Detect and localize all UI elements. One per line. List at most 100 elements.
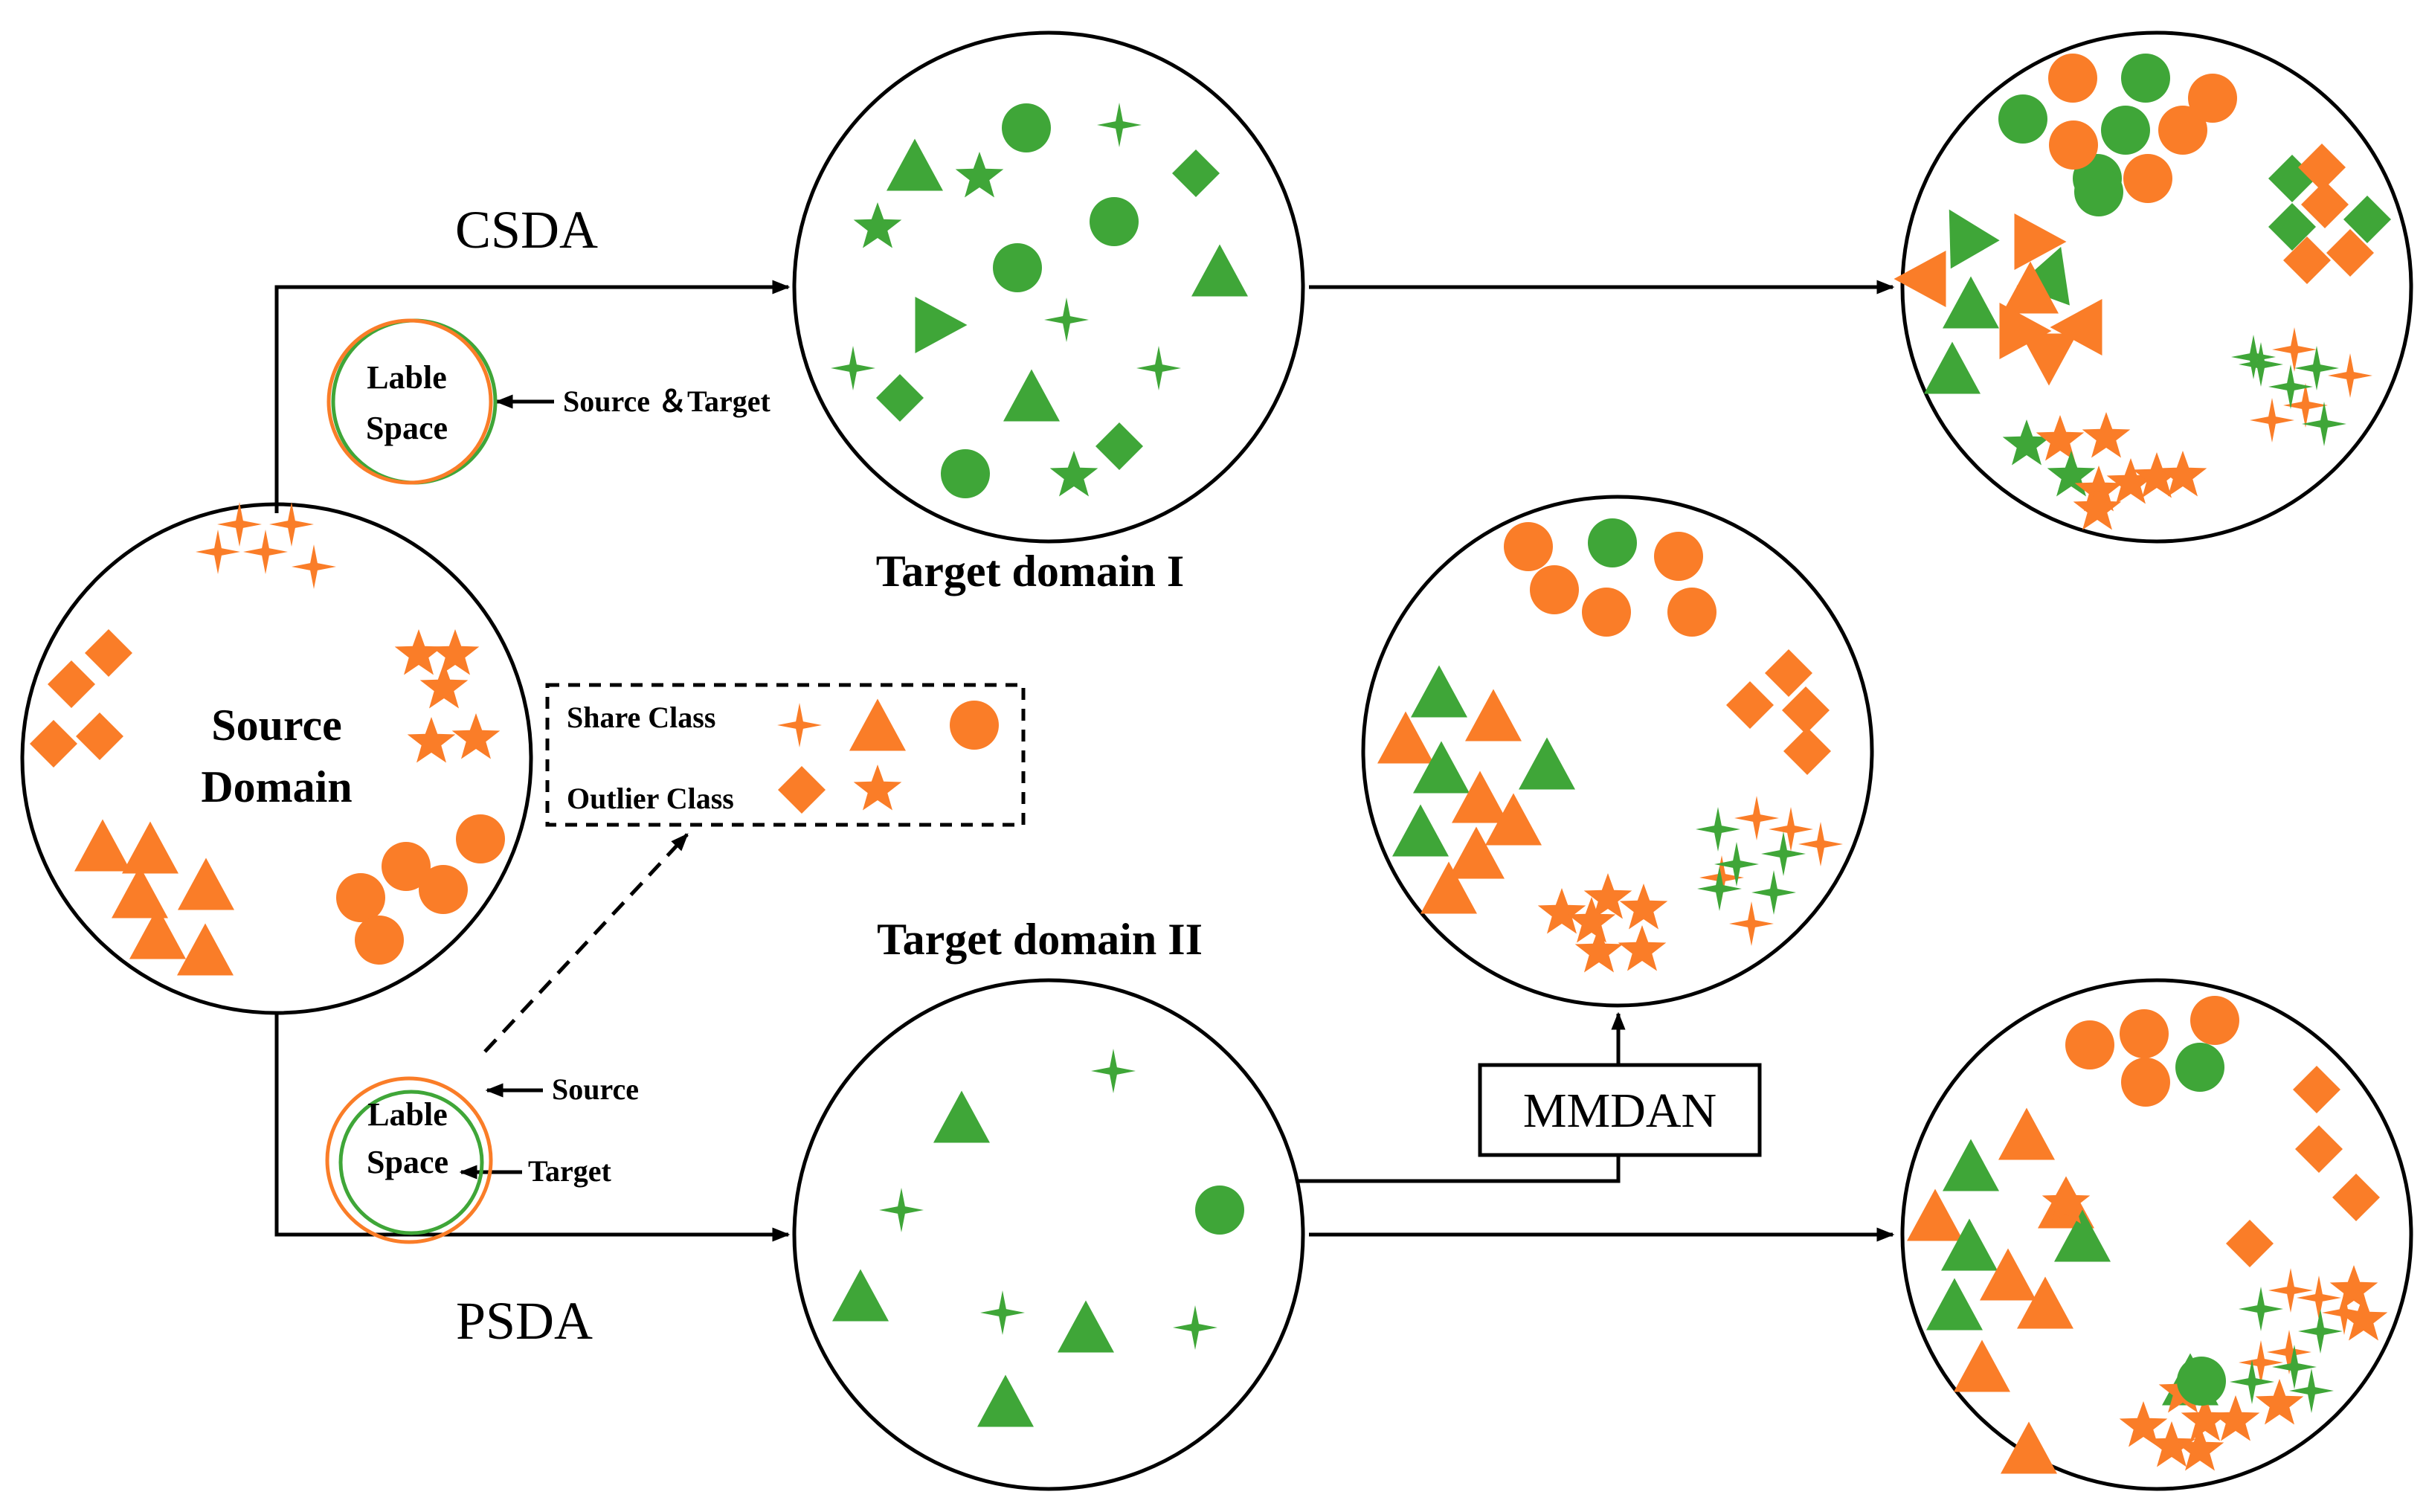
triangle-icon	[177, 923, 234, 976]
target-domain-2-label: Target domain II	[877, 915, 1203, 964]
diamond-icon	[2326, 229, 2374, 277]
sparkle-icon	[1734, 796, 1779, 840]
sparkle-icon	[1097, 103, 1142, 147]
diamond-icon	[2268, 203, 2316, 251]
sparkle-icon	[2268, 364, 2313, 409]
circle-icon	[1530, 565, 1579, 614]
mmdan-box: MMDAN	[1478, 1063, 1762, 1157]
triangle-icon	[2021, 333, 2077, 386]
star-icon	[419, 663, 469, 709]
circle-icon	[2190, 996, 2239, 1045]
triangle-icon	[1893, 251, 1946, 307]
triangle-icon	[178, 858, 234, 910]
triangle-icon	[1924, 341, 1981, 394]
sparkle-icon	[2239, 342, 2283, 387]
sparkle-icon	[1751, 870, 1796, 915]
diamond-icon	[1783, 727, 1831, 775]
circle-icon	[2120, 1009, 2169, 1058]
star-icon	[451, 713, 501, 759]
star-icon	[1537, 888, 1586, 934]
share-class-label: Share Class	[567, 701, 715, 734]
target-domain-1-markers	[831, 103, 1248, 498]
diamond-icon	[1095, 422, 1143, 470]
star-icon	[2002, 419, 2051, 466]
circle-icon	[1998, 94, 2047, 144]
triangle-icon	[2017, 1276, 2073, 1329]
sparkle-icon	[1699, 855, 1744, 900]
diamond-icon	[876, 374, 924, 422]
sparkle-icon	[269, 502, 314, 547]
triangle-icon	[2002, 261, 2059, 314]
source-label: Source	[552, 1072, 639, 1106]
circle-icon	[2101, 106, 2150, 155]
label-space-csda: Lable Space	[326, 318, 498, 485]
sparkle-icon	[1091, 1049, 1136, 1093]
triangle-icon	[832, 1269, 889, 1322]
circle-icon	[1667, 588, 1716, 637]
circle-icon	[1582, 588, 1631, 637]
star-icon	[1049, 451, 1098, 497]
diamond-icon	[2293, 1066, 2340, 1113]
star-icon	[431, 629, 480, 675]
star-icon	[2082, 412, 2131, 458]
target-domain-2-markers	[832, 1049, 1244, 1427]
star-icon	[2119, 1401, 2168, 1447]
circle-icon	[993, 243, 1042, 292]
target-label: Target	[528, 1154, 612, 1188]
sparkle-icon	[1714, 842, 1759, 887]
star-icon	[2073, 484, 2122, 530]
sparkle-icon	[2322, 1290, 2367, 1335]
diamond-icon	[2343, 196, 2391, 243]
star-icon	[2036, 415, 2085, 461]
triangle-icon	[1998, 1107, 2055, 1160]
circle-icon	[941, 449, 990, 498]
circle-icon	[355, 916, 404, 965]
triangle-icon	[2054, 1209, 2111, 1262]
sparkle-icon	[2239, 1340, 2283, 1385]
circle-icon	[382, 842, 431, 891]
triangle-icon	[1003, 369, 1060, 422]
diamond-icon	[1765, 649, 1812, 697]
sparkle-icon	[879, 1188, 924, 1232]
star-icon	[853, 202, 902, 248]
triangle-icon	[1452, 771, 1508, 823]
mmdan-result-circle	[1361, 495, 1874, 1008]
connectors	[274, 280, 1895, 1242]
sparkle-icon	[777, 703, 822, 747]
diamond-icon	[48, 660, 95, 708]
diamond-icon	[2283, 237, 2331, 284]
circle-icon	[1588, 518, 1637, 567]
sparkle-icon	[2267, 1330, 2311, 1374]
diamond-icon	[1726, 681, 1774, 729]
csda-arrow	[274, 280, 791, 513]
target-domain-1-circle	[792, 30, 1305, 544]
triangle-icon	[1485, 793, 1542, 846]
psda-label: PSDA	[456, 1291, 593, 1351]
triangle-icon	[1980, 1248, 2036, 1301]
triangle-icon	[2014, 213, 2067, 270]
diamond-icon	[1172, 149, 1220, 197]
triangle-icon	[112, 866, 168, 919]
sparkle-icon	[1761, 831, 1806, 876]
triangle-icon	[129, 907, 186, 959]
circle-icon	[336, 873, 385, 922]
triangle-icon	[1943, 1139, 1999, 1191]
sparkle-icon	[1798, 822, 1843, 866]
sparkle-icon	[2231, 335, 2276, 379]
target2-to-mmdan-line	[1298, 1155, 1621, 1183]
star-icon	[1567, 897, 1616, 943]
target-domain-1-label: Target domain I	[876, 547, 1185, 596]
source-and-target-label: Source ＆Target	[563, 385, 771, 418]
label-to-legend-dashed-arrow	[483, 833, 689, 1053]
circle-icon	[1654, 532, 1703, 581]
circle-icon	[1195, 1186, 1244, 1235]
triangle-icon	[1519, 737, 1575, 790]
triangle-icon	[1413, 741, 1470, 794]
triangle-icon	[1926, 1278, 1983, 1331]
source-domain-label-line1: Source	[211, 701, 342, 750]
circle-icon	[1090, 197, 1139, 246]
star-icon	[1619, 884, 1668, 930]
sparkle-icon	[217, 502, 262, 547]
circle-icon	[2175, 1043, 2224, 1092]
label-space-psda-line2: Space	[367, 1144, 448, 1180]
